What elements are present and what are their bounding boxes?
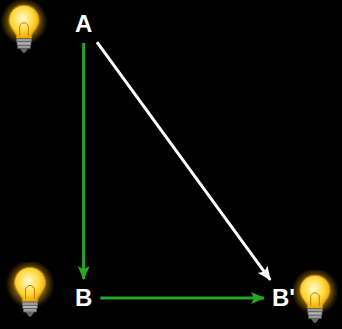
- arrow-connector: [82, 43, 85, 279]
- bulb-label: A: [71, 9, 96, 39]
- point-label: B: [75, 285, 92, 311]
- arrow-connector: [100, 297, 264, 300]
- point-label: B': [272, 285, 295, 311]
- arrow-connector: [97, 42, 270, 280]
- bulb-label: B: [71, 283, 96, 313]
- point-label: A: [75, 11, 92, 37]
- bulb-label: B': [268, 283, 299, 313]
